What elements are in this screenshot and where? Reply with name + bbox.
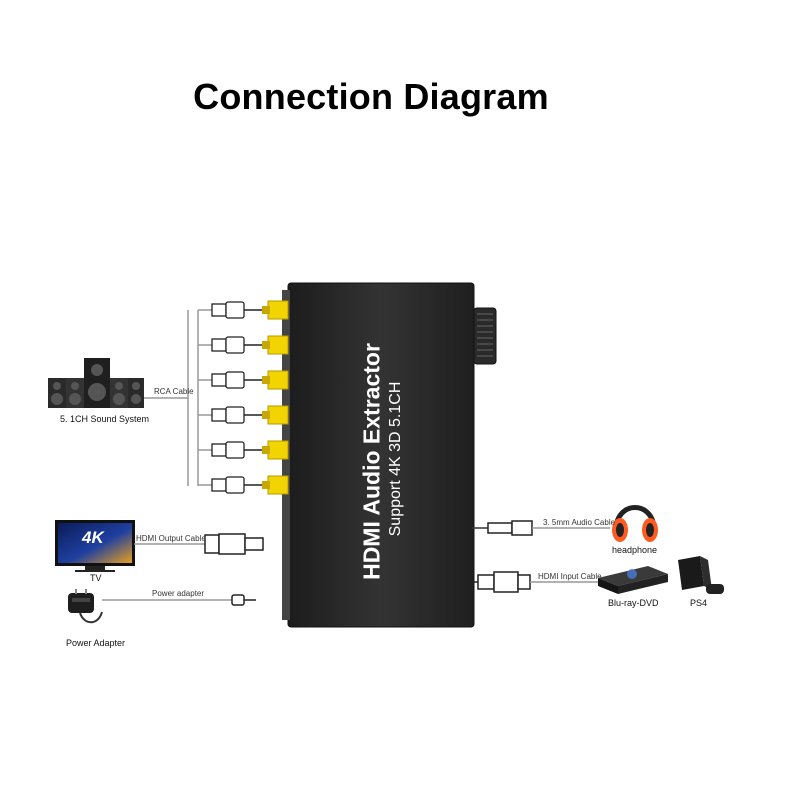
rca-plug: [198, 336, 262, 354]
rca-jack: [262, 335, 289, 355]
device-spec: Support 4K 3D 5.1CH: [387, 381, 404, 537]
hdmi-output-cable: [134, 533, 264, 555]
bluray-label: Blu-ray-DVD: [608, 598, 659, 608]
ps4-label: PS4: [690, 598, 708, 608]
diagram-title: Connection Diagram: [193, 76, 549, 117]
headphone-icon: [612, 505, 658, 542]
power-adapter-cable-label: Power adapter: [152, 589, 205, 598]
tv-4k-badge: 4K: [82, 528, 104, 547]
rca-jack: [262, 475, 289, 495]
device-name: HDMI Audio Extractor: [358, 343, 385, 580]
headphone-label: headphone: [612, 545, 658, 555]
rca-plugs: [198, 301, 262, 494]
ps4-console-icon: [678, 556, 724, 594]
rca-cable-label: RCA Cable: [154, 387, 194, 396]
volume-knob: [473, 307, 497, 365]
rca-jack: [262, 405, 289, 425]
rca-jack: [262, 300, 289, 320]
rca-plug: [198, 476, 262, 494]
tv-icon: [55, 520, 135, 572]
audio-cable: [472, 520, 610, 536]
rca-jack: [262, 370, 289, 390]
bluray-player-icon: [598, 566, 668, 594]
rca-plug: [198, 301, 262, 319]
power-adapter-icon: [68, 589, 256, 624]
device-label: HDMI Audio Extractor Support 4K 3D 5.1CH: [330, 320, 410, 600]
rca-cable-bus: [140, 310, 199, 486]
sound-system-label: 5. 1CH Sound System: [60, 414, 150, 424]
audio-cable-label: 3. 5mm Audio Cable: [543, 518, 616, 527]
rca-jack: [262, 440, 289, 460]
power-adapter-label: Power Adapter: [66, 638, 126, 648]
rca-plug: [198, 406, 262, 424]
hdmi-input-cable-label: HDMI Input Cable: [538, 572, 602, 581]
rca-plug: [198, 371, 262, 389]
tv-label: TV: [90, 573, 102, 583]
hdmi-input-cable: [472, 571, 600, 593]
hdmi-output-cable-label: HDMI Output Cable: [136, 534, 206, 543]
rca-plug: [198, 441, 262, 459]
rca-jacks: [262, 300, 289, 495]
speaker-system-icon: [48, 358, 144, 408]
